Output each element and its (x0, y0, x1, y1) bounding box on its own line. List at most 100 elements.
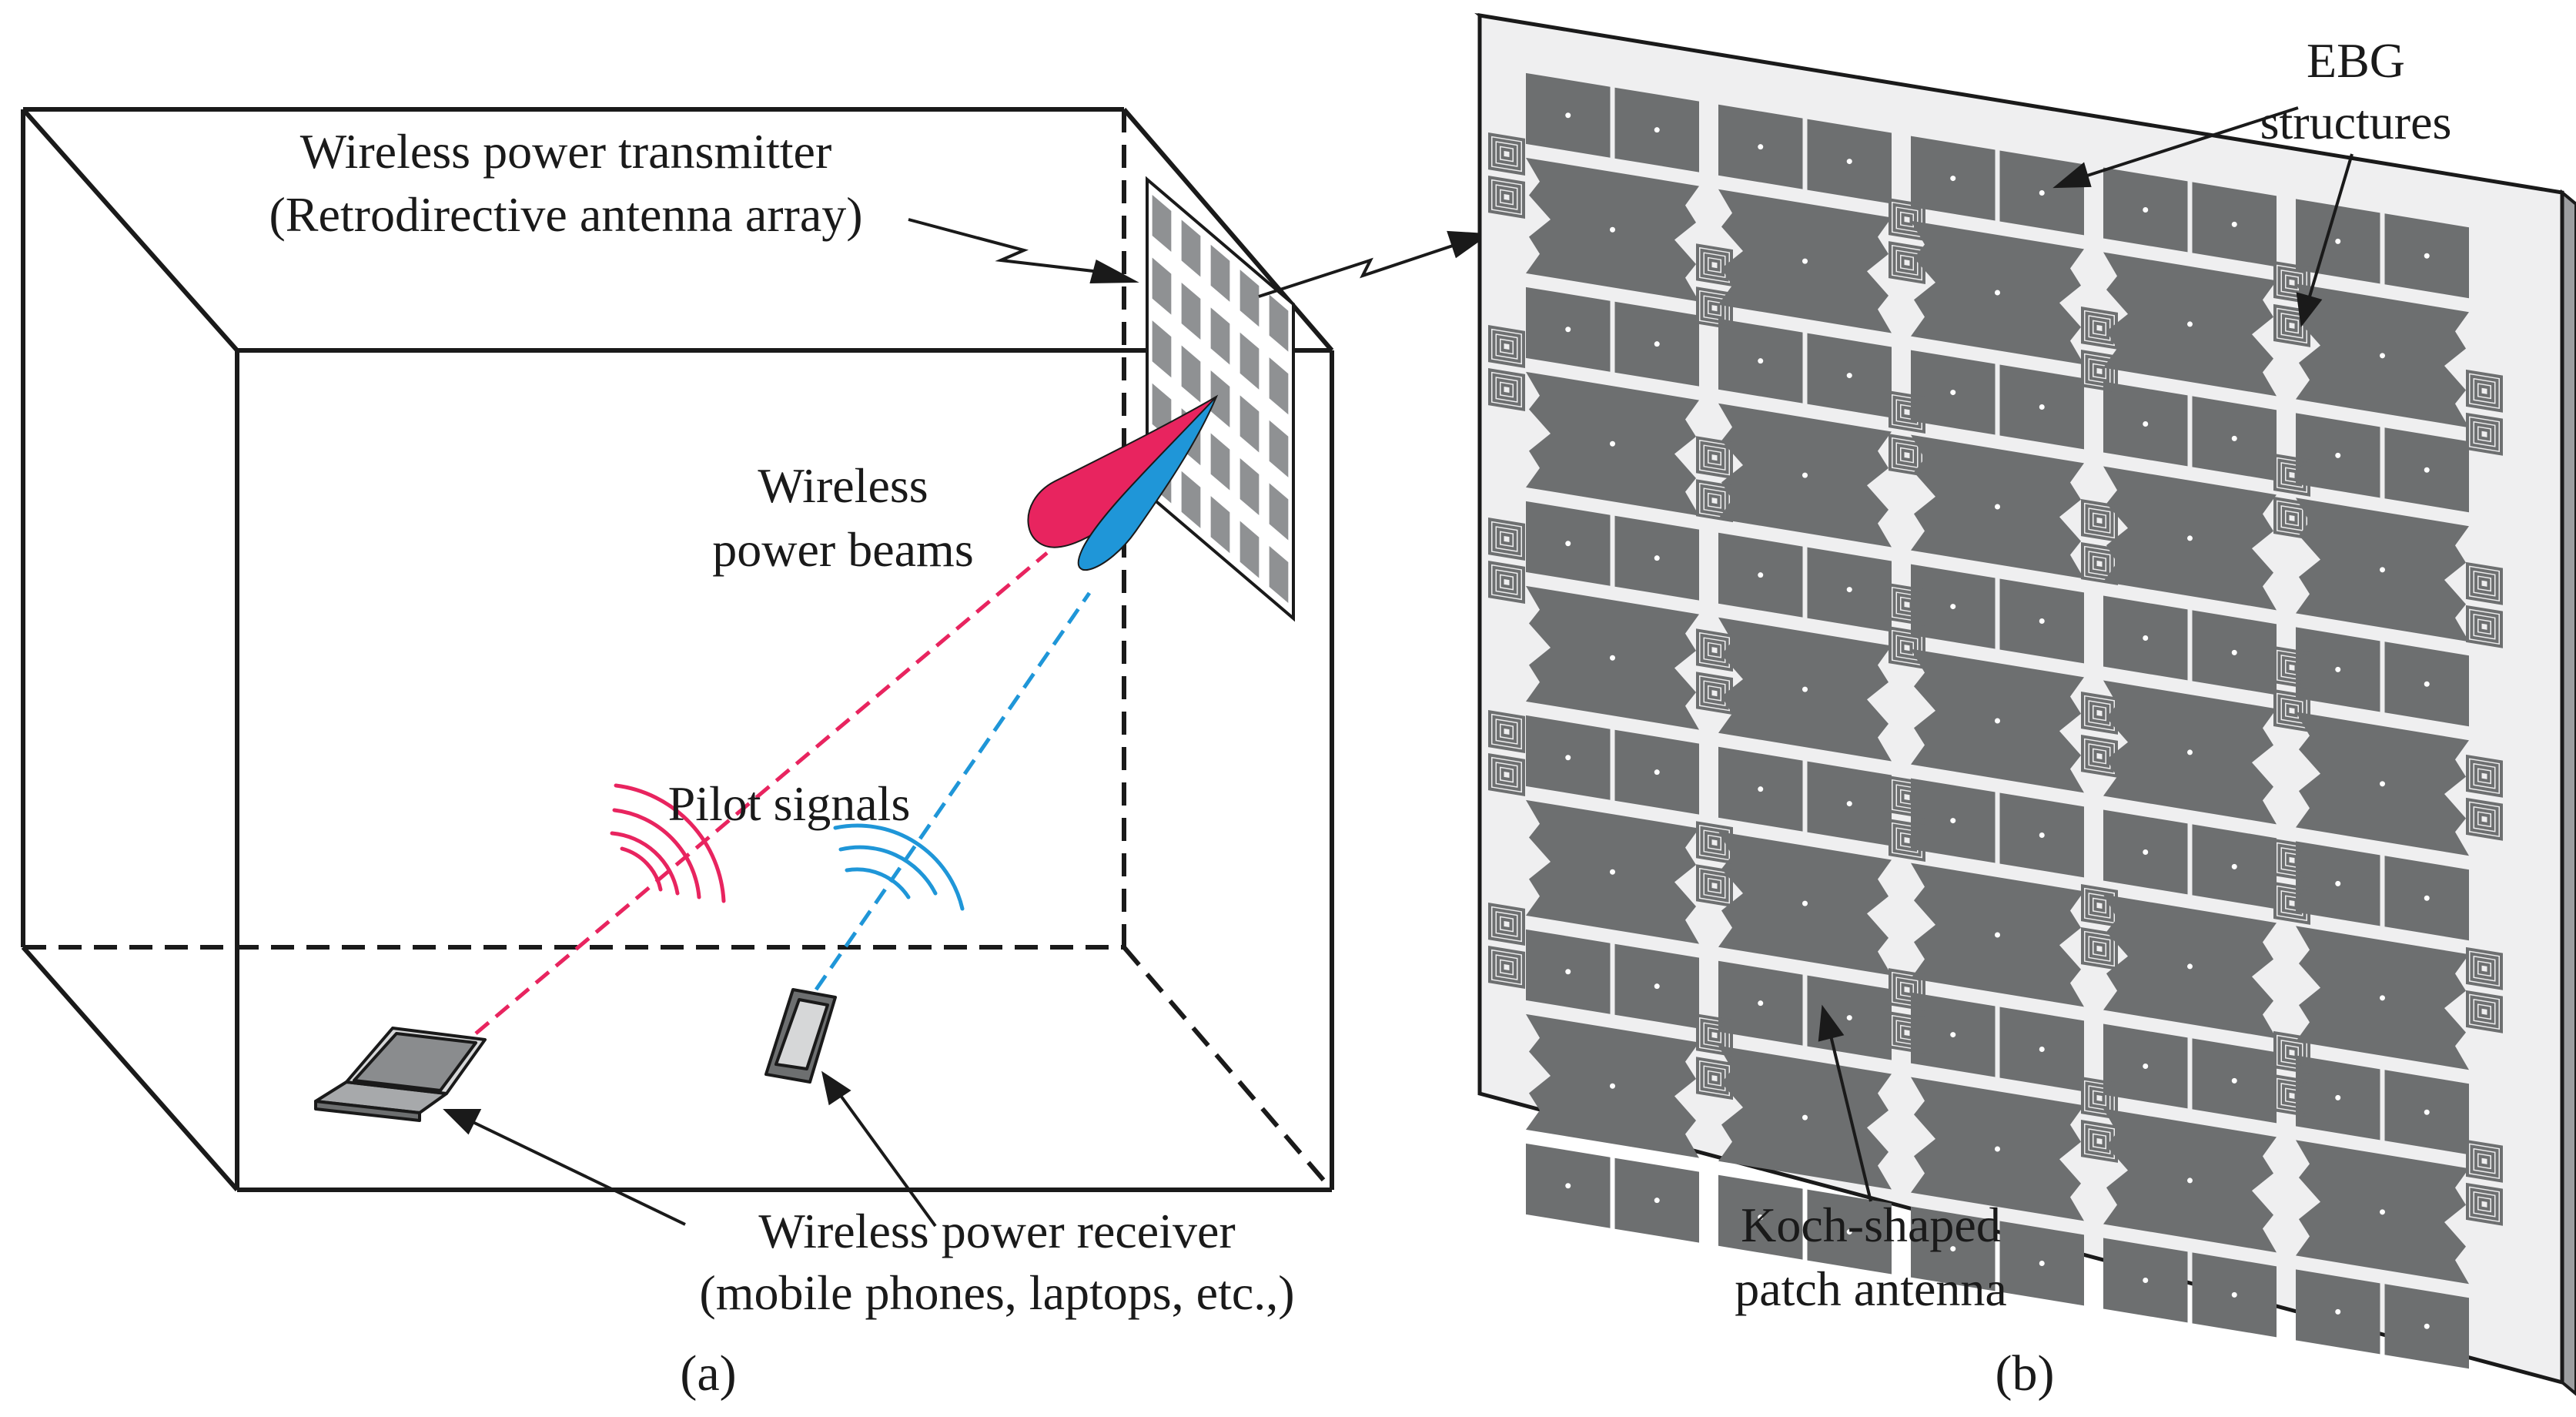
tx-element (1210, 433, 1230, 491)
ebg-cell (1889, 390, 1925, 434)
ebg-cell (2273, 1074, 2310, 1117)
tx-element (1152, 257, 1172, 315)
ebg-cell (2081, 884, 2118, 927)
feed-point (2335, 452, 2341, 458)
feed-point (2231, 863, 2237, 869)
ebg-cell (1696, 864, 1733, 908)
receiver-label-line2: (mobile phones, laptops, etc.,) (699, 1265, 1294, 1320)
ebg-cell (2081, 1077, 2118, 1120)
ebg-cell (2081, 692, 2118, 735)
feed-point (1758, 1214, 1764, 1221)
wave-icon (610, 783, 726, 903)
ebg-cell (2273, 303, 2310, 347)
pilot-ray-blue (814, 591, 1092, 991)
ebg-cell (2273, 838, 2310, 882)
tx-element (1239, 395, 1260, 453)
feed-point (1654, 341, 1660, 347)
tx-element (1239, 457, 1260, 516)
feed-point (1610, 1083, 1615, 1089)
koch-label-line2: patch antenna (1735, 1261, 2007, 1316)
ebg-cell (1696, 479, 1733, 523)
beams-label-line1: Wireless (758, 458, 928, 513)
feed-point (1846, 1229, 1852, 1235)
ebg-cell (1696, 1013, 1733, 1057)
feed-point (2143, 206, 2149, 213)
ebg-cell (1696, 1057, 1733, 1100)
ebg-cell (1889, 819, 1925, 863)
feed-point (1846, 373, 1852, 379)
feed-point (1950, 604, 1956, 610)
ebg-cell (1488, 946, 1525, 989)
caption-a: (a) (680, 1345, 736, 1402)
tx-element (1269, 420, 1289, 477)
feed-point (1654, 555, 1660, 561)
feed-point (1846, 801, 1852, 807)
feed-point (2380, 567, 2385, 573)
feed-point (1950, 1032, 1956, 1038)
ebg-cell (1696, 821, 1733, 865)
ebg-cell (2466, 369, 2503, 413)
ebg-cell (1488, 753, 1525, 796)
feed-point (1995, 932, 2000, 938)
ebg-cell (1889, 775, 1925, 819)
feed-point (2380, 1209, 2385, 1215)
feed-point (2335, 238, 2341, 244)
feed-point (1565, 969, 1571, 975)
feed-point (1565, 541, 1571, 547)
beams-label-line2: power beams (712, 522, 973, 577)
ebg-cell (2466, 754, 2503, 798)
feed-point (2039, 189, 2045, 196)
transmitter-array-panel (1146, 176, 1295, 622)
koch-label-line1: Koch-shaped (1741, 1198, 2001, 1252)
room-box (21, 107, 1334, 1192)
ebg-cell (2466, 1182, 2503, 1226)
feed-point (2231, 435, 2237, 441)
feed-point (1565, 112, 1571, 119)
feed-point (1654, 769, 1660, 775)
feed-point (2231, 649, 2237, 655)
receiver-label-line1: Wireless power receiver (758, 1204, 1235, 1258)
ebg-cell (2466, 797, 2503, 841)
ebg-cell (2273, 1030, 2310, 1074)
feed-point (1995, 290, 2000, 296)
feed-point (2380, 995, 2385, 1001)
ebg-cell (2081, 350, 2118, 393)
ebg-cell (1696, 436, 1733, 480)
feed-point (2424, 895, 2430, 901)
feed-point (1802, 258, 1808, 264)
callout-arrows-a (443, 218, 1139, 1228)
tx-element (1210, 307, 1230, 365)
feed-point (2187, 749, 2193, 755)
feed-point (1995, 718, 2000, 724)
tx-element (1210, 244, 1230, 302)
tx-element (1239, 332, 1260, 390)
ebg-cell (1488, 561, 1525, 604)
tx-element (1152, 320, 1172, 378)
ebg-cell (1889, 241, 1925, 285)
ebg-cell (2466, 605, 2503, 648)
feed-point (2231, 1077, 2237, 1084)
ebg-cell (1696, 243, 1733, 287)
feed-point (1995, 1146, 2000, 1152)
ebg-label-line2: structures (2260, 95, 2452, 149)
feed-point (2380, 353, 2385, 359)
feed-point (2424, 467, 2430, 473)
feed-point (1758, 358, 1764, 364)
feed-point (2143, 420, 2149, 427)
feed-point (2424, 253, 2430, 259)
power-beam-blue (1077, 396, 1217, 571)
tx-element (1239, 270, 1260, 327)
tx-element (1210, 496, 1230, 554)
laptop-icon (314, 1027, 487, 1122)
ebg-cell (2466, 990, 2503, 1033)
ebg-cell (2081, 735, 2118, 778)
link-arrow (1258, 230, 1490, 298)
feed-point (1950, 818, 1956, 824)
ebg-cell (1488, 903, 1525, 946)
tx-element (1269, 294, 1289, 352)
tx-element (1181, 471, 1201, 528)
ebg-cell (1889, 1011, 1925, 1055)
ebg-cell (2081, 1120, 2118, 1163)
feed-point (2187, 963, 2193, 970)
feed-point (2424, 681, 2430, 687)
